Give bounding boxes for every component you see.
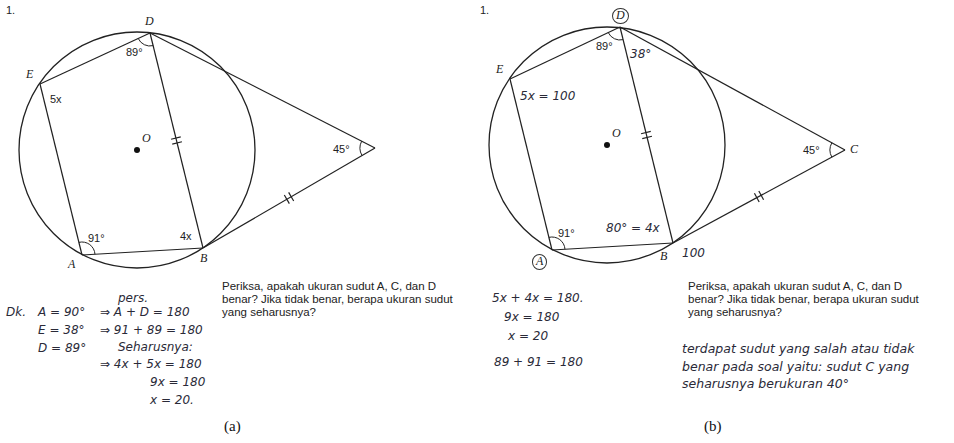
chord-line [82, 248, 203, 255]
chord-line [620, 27, 673, 243]
angle-label: 91° [558, 227, 575, 240]
angle-arc [608, 33, 623, 40]
handwritten-answer: terdapat sudut yang salah atau tidak ben… [682, 340, 937, 393]
angle-arc [138, 38, 153, 46]
tangent-line [203, 148, 375, 248]
chord-line [510, 79, 552, 250]
angle-label: 45° [803, 144, 820, 157]
equal-tick-mark [754, 193, 759, 202]
angle-label: 4x [180, 230, 192, 243]
handwritten-answer: E = 38° [38, 324, 85, 338]
chord-line [40, 33, 150, 84]
circle-outline [19, 32, 255, 268]
point-label: B [660, 250, 667, 264]
chord-line [510, 27, 620, 79]
question-text: Periksa, apakah ukuran sudut A, C, dan D… [222, 280, 457, 320]
handwritten-answer: pers. [118, 292, 148, 306]
point-label: C [850, 143, 858, 157]
subfigure-caption: (a) [224, 418, 241, 435]
point-label: D [612, 8, 629, 24]
point-label: E [26, 68, 33, 82]
handwritten-answer: x = 20 [508, 330, 548, 344]
chord-line [150, 33, 203, 248]
handwritten-answer: x = 20. [150, 394, 194, 408]
angle-label: 5x [50, 93, 62, 106]
handwritten-answer: 80° = 4x [606, 222, 660, 236]
angle-label: 1. [6, 4, 15, 17]
handwritten-answer: 5x + 4x = 180. [492, 292, 584, 306]
handwritten-answer: 38° [630, 48, 651, 62]
tangent-line [620, 27, 845, 150]
point-label: O [612, 127, 621, 141]
handwritten-answer: A = 90° [38, 306, 85, 320]
equal-tick-mark [641, 131, 651, 133]
point-label: E [496, 63, 503, 77]
angle-arc [830, 143, 832, 157]
angle-label: 91° [88, 232, 105, 245]
equal-tick-mark [289, 192, 294, 201]
handwritten-answer: 9x = 180 [150, 376, 205, 390]
chord-line [40, 84, 82, 255]
question-text: Periksa, apakah ukuran sudut A, C, dan D… [688, 280, 923, 320]
point-label: B [200, 252, 207, 266]
handwritten-answer: 89 + 91 = 180 [494, 356, 583, 370]
tangent-line [673, 150, 845, 243]
equal-tick-mark [759, 191, 764, 200]
handwritten-answer: ⇒ 91 + 89 = 180 [100, 324, 203, 338]
equal-tick-mark [642, 136, 652, 138]
handwritten-answer: 5x = 100 [520, 90, 575, 104]
chord-line [552, 243, 673, 250]
handwritten-answer: ⇒ 4x + 5x = 180 [100, 358, 202, 372]
center-dot [604, 142, 610, 148]
equal-tick-mark [171, 137, 181, 139]
angle-label: 45° [333, 143, 350, 156]
equal-tick-mark [172, 142, 182, 144]
point-label: O [142, 132, 151, 146]
angle-label: 89° [126, 46, 143, 59]
handwritten-answer: 9x = 180 [504, 311, 559, 325]
handwritten-answer: D = 89° [38, 342, 86, 356]
point-label: A [68, 258, 75, 272]
angle-arc [360, 141, 362, 155]
handwritten-answer: ⇒ A + D = 180 [100, 306, 190, 320]
subfigure-caption: (b) [704, 418, 722, 435]
equal-tick-mark [284, 195, 289, 204]
point-label: D [145, 15, 154, 29]
circle-outline [489, 27, 725, 263]
tangent-line [150, 33, 375, 148]
angle-label: 1. [480, 4, 489, 17]
point-label: A [532, 254, 547, 270]
handwritten-answer: Dk. [6, 306, 26, 320]
center-dot [134, 147, 140, 153]
angle-label: 89° [596, 40, 613, 53]
handwritten-answer: 100 [682, 247, 705, 261]
handwritten-answer: Seharusnya: [118, 341, 193, 355]
